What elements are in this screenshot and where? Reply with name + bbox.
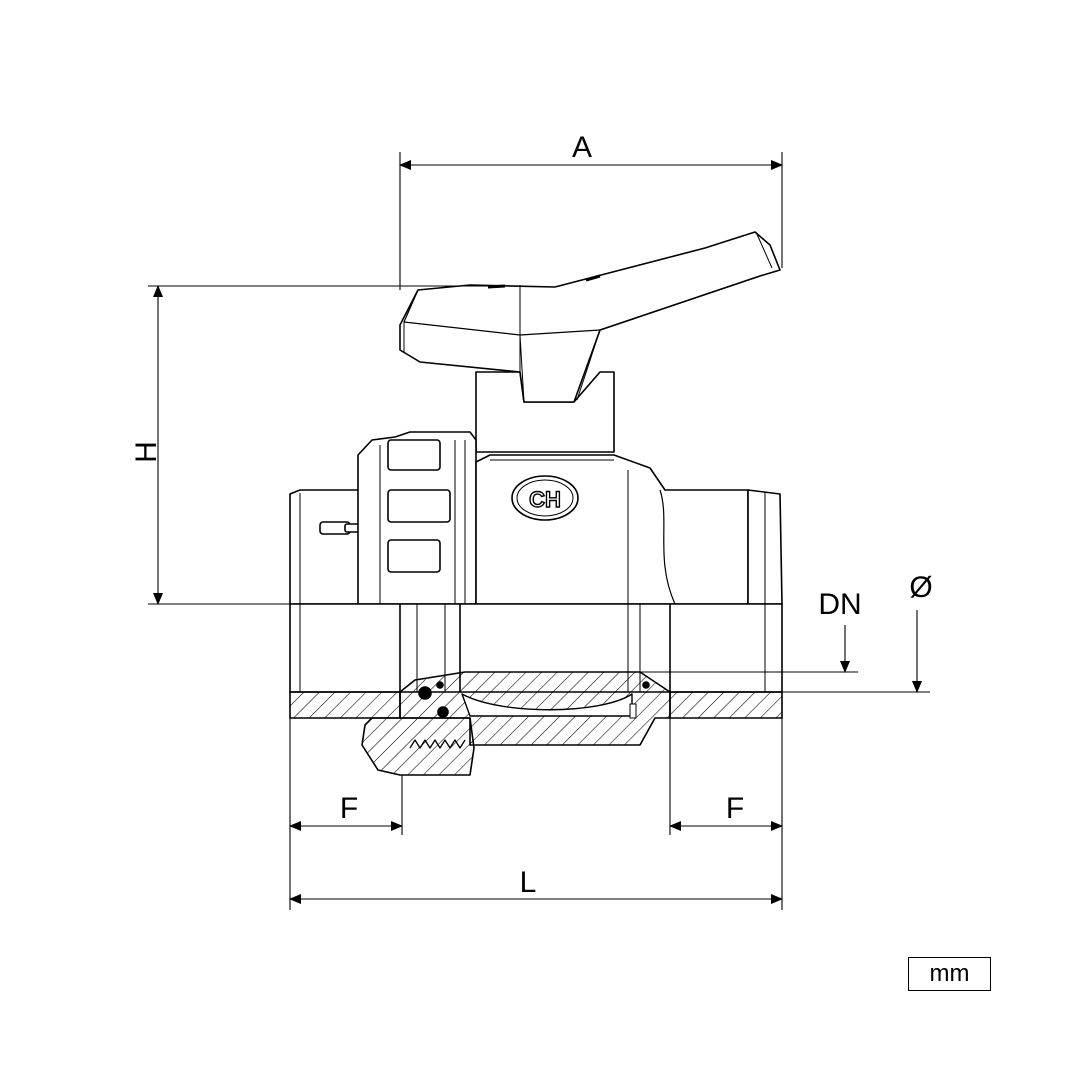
valve-body-section bbox=[289, 603, 783, 776]
dimension-F-right-label: F bbox=[726, 792, 744, 825]
valve-handle bbox=[399, 231, 781, 453]
ch-logo: CH bbox=[511, 475, 579, 521]
main-body bbox=[475, 454, 749, 605]
dimension-H-label: H bbox=[130, 441, 163, 463]
dimension-L-label: L bbox=[520, 866, 537, 899]
nut-section bbox=[361, 717, 475, 776]
ball-section bbox=[461, 693, 633, 717]
handle-lever bbox=[399, 231, 781, 403]
dimension-A-label: A bbox=[572, 131, 592, 164]
dimension-diameter-label: Ø bbox=[909, 571, 932, 604]
dimension-DN-label: DN bbox=[818, 588, 861, 621]
dimension-lines bbox=[148, 152, 930, 910]
logo-text: CH bbox=[529, 487, 561, 512]
dimension-F-left-label: F bbox=[340, 792, 358, 825]
left-wall-section bbox=[289, 691, 401, 719]
units-box: mm bbox=[908, 957, 991, 991]
right-wall-section bbox=[669, 691, 783, 719]
left-socket bbox=[289, 489, 369, 605]
